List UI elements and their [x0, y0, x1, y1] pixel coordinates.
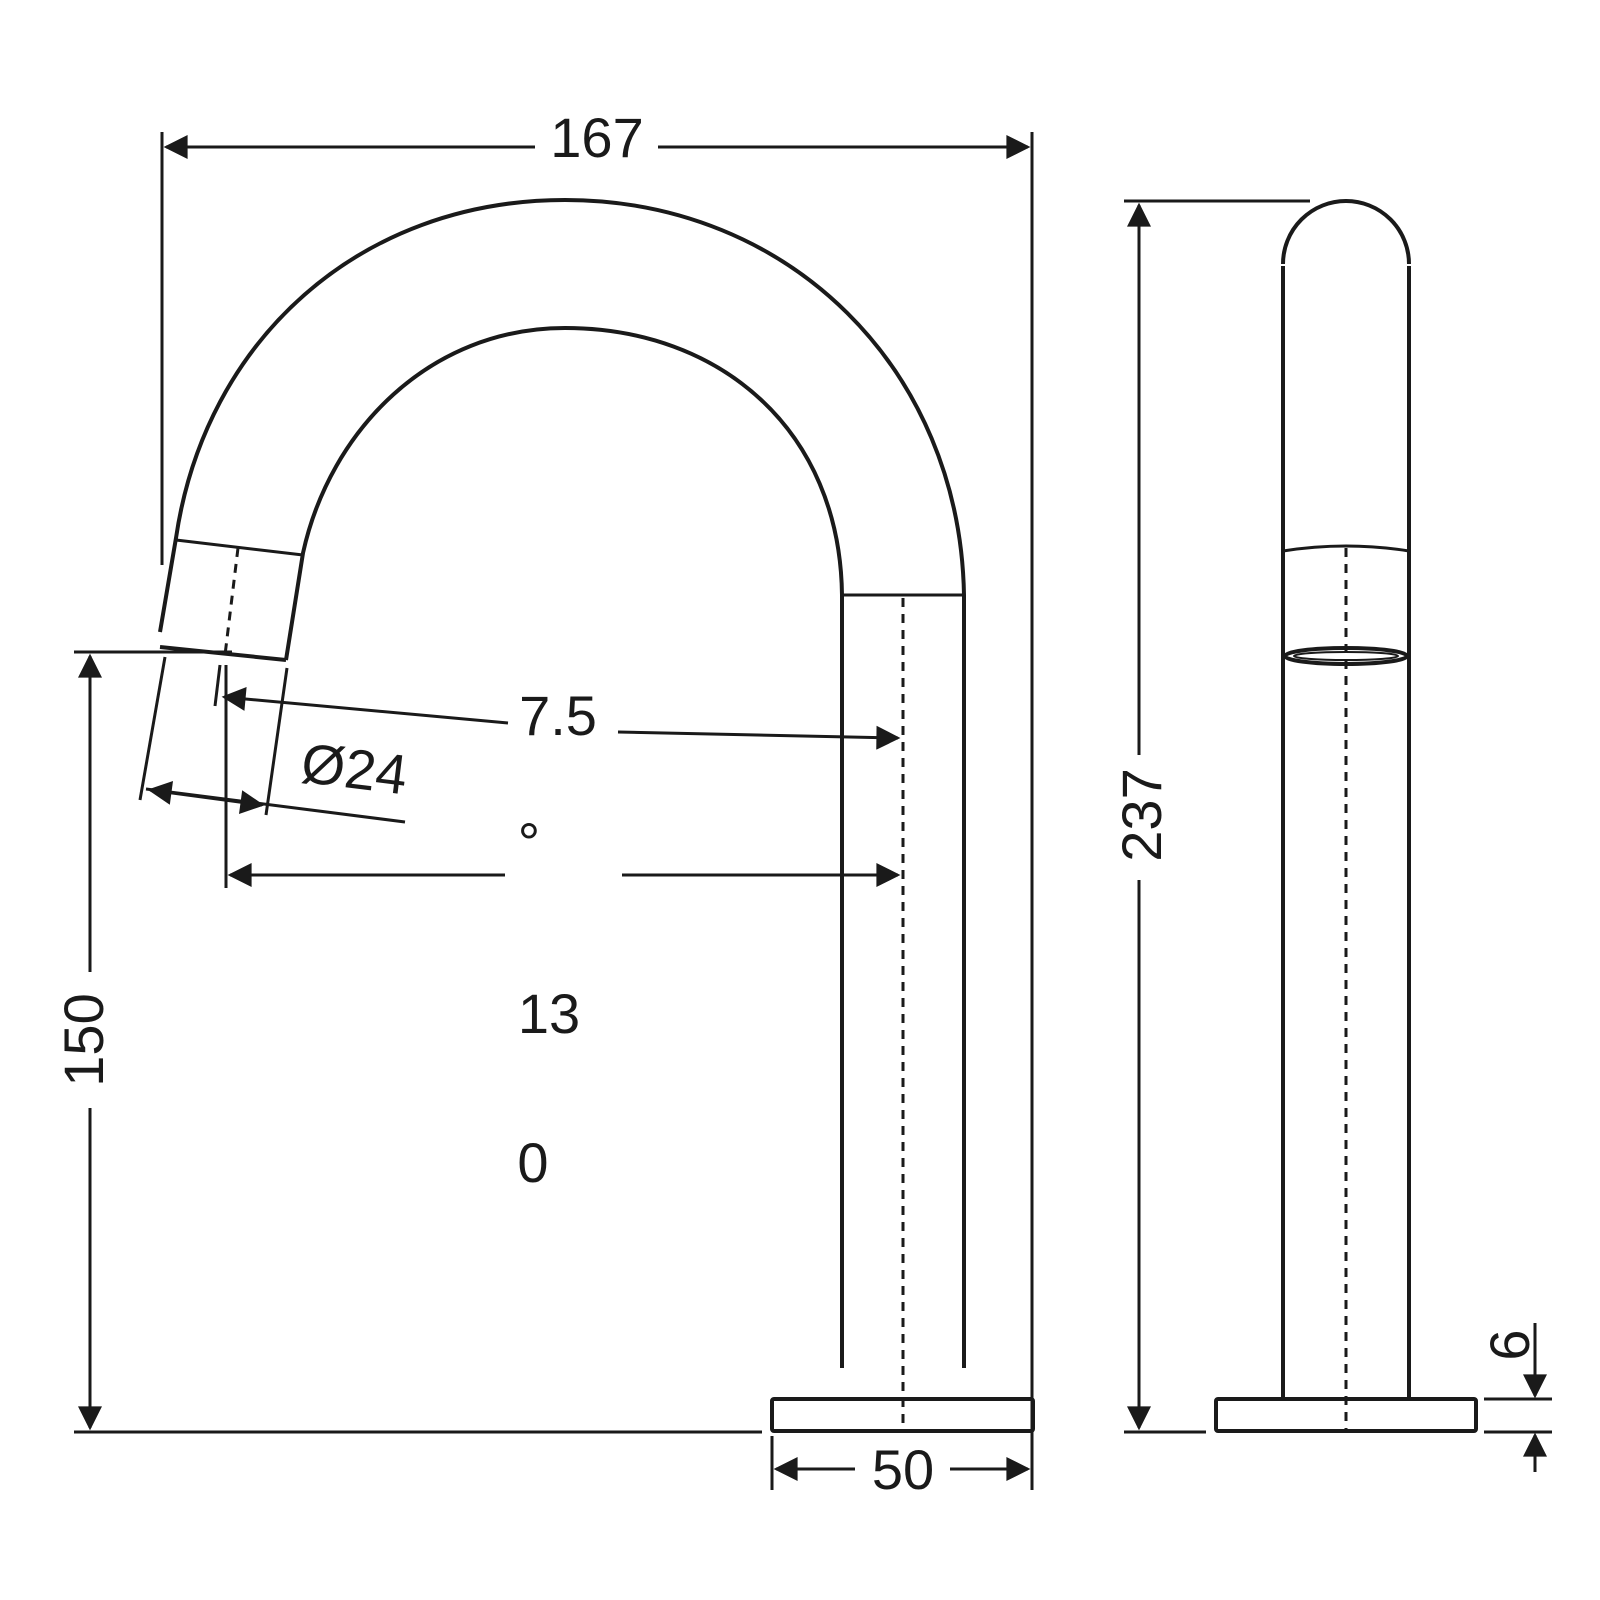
dim-label-50: 50 [872, 1438, 934, 1501]
dim-label-degree: ° [518, 811, 540, 874]
dim-label-angle: 7.5 [519, 684, 597, 747]
dimension-angle-and-reach: 7.5 ° 13 0 [213, 664, 901, 1194]
dim-label-6: 6 [1478, 1329, 1541, 1360]
dim-label-diameter: Ø24 [298, 731, 411, 806]
base-plate-side [1214, 1397, 1478, 1433]
spout-inner-arc [284, 325, 844, 1368]
dimension-base-thickness: 6 [1478, 1323, 1552, 1472]
side-view [1214, 199, 1478, 1433]
outlet-centerline [223, 547, 240, 656]
dim-label-150: 150 [52, 993, 115, 1086]
dimension-spout-height: 150 [52, 650, 762, 1434]
dim-label-reach-13: 13 [518, 982, 580, 1045]
dimension-outlet-diameter: Ø24 [138, 656, 411, 824]
dim-label-237: 237 [1110, 768, 1173, 861]
side-dome [1281, 199, 1411, 265]
dim-label-167: 167 [550, 106, 643, 169]
side-ring-top [1282, 544, 1410, 553]
dimension-total-height: 237 [1110, 199, 1310, 1434]
outlet-ring-line [175, 538, 304, 557]
dim-label-reach-0: 0 [517, 1131, 548, 1194]
front-view [158, 197, 1035, 1433]
spout-outer-arc [158, 197, 966, 1368]
dimension-base-width: 50 [770, 1436, 1031, 1501]
dimension-overall-width: 167 [160, 106, 1034, 1490]
